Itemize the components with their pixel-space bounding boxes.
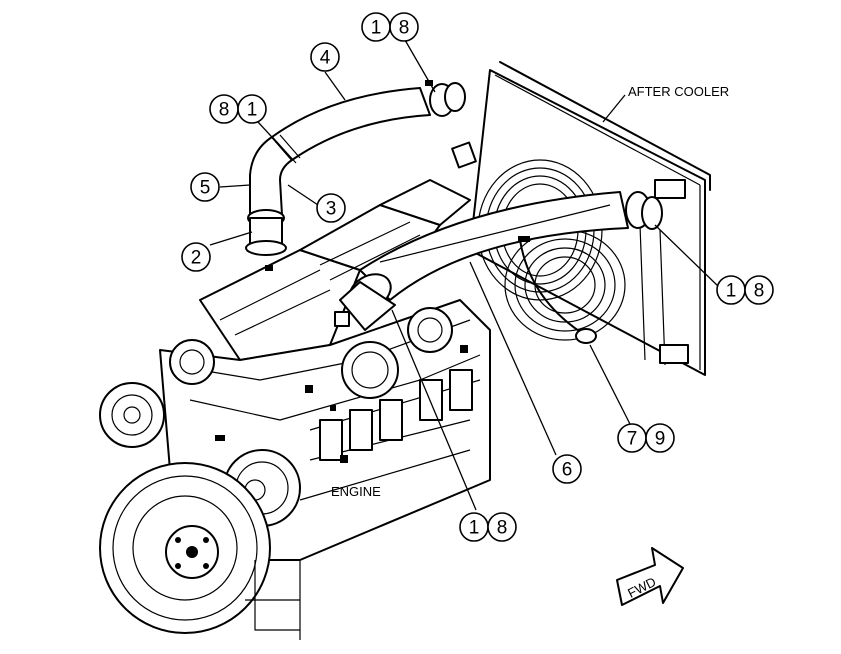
hose-7-9 [519, 239, 597, 344]
callout-6: 6 [552, 454, 582, 484]
callout-3: 3 [316, 193, 346, 223]
engine-label: ENGINE [331, 484, 381, 499]
callout-number: 1 [469, 518, 480, 539]
pipe-6 [359, 191, 663, 301]
callout-4: 4 [310, 42, 340, 72]
callout-number: 8 [219, 100, 230, 121]
callout-number: 1 [247, 100, 258, 121]
callout-number: 3 [326, 199, 337, 220]
callout-circle [181, 242, 211, 272]
callout-circle [487, 512, 517, 542]
callout-circle [190, 172, 220, 202]
leader-lines [209, 39, 721, 511]
callout-circle [552, 454, 582, 484]
callout-number: 4 [320, 48, 331, 69]
callout-5: 5 [190, 172, 220, 202]
callout-circle [645, 423, 675, 453]
callout-number: 8 [497, 518, 508, 539]
callout-number: 6 [562, 460, 573, 481]
after-cooler-label: AFTER COOLER [628, 84, 729, 99]
pipe-turbo-connector [334, 273, 396, 331]
callout-circle [310, 42, 340, 72]
callout-number: 8 [399, 18, 410, 39]
pipe-4 [271, 80, 466, 164]
callout-number: 1 [371, 18, 382, 39]
callout-circle [744, 275, 774, 305]
callout-number: 1 [726, 281, 737, 302]
callout-2: 2 [181, 242, 211, 272]
callout-number: 2 [191, 248, 202, 269]
callout-circle [237, 94, 267, 124]
callout-number: 9 [655, 429, 666, 450]
forward-arrow: FWD [616, 547, 684, 606]
pipe-elbow-5 [245, 136, 293, 256]
callout-number: 7 [627, 429, 638, 450]
callout-number: 8 [754, 281, 765, 302]
callout-circle [389, 12, 419, 42]
callout-number: 5 [200, 178, 211, 199]
callout-circle [316, 193, 346, 223]
